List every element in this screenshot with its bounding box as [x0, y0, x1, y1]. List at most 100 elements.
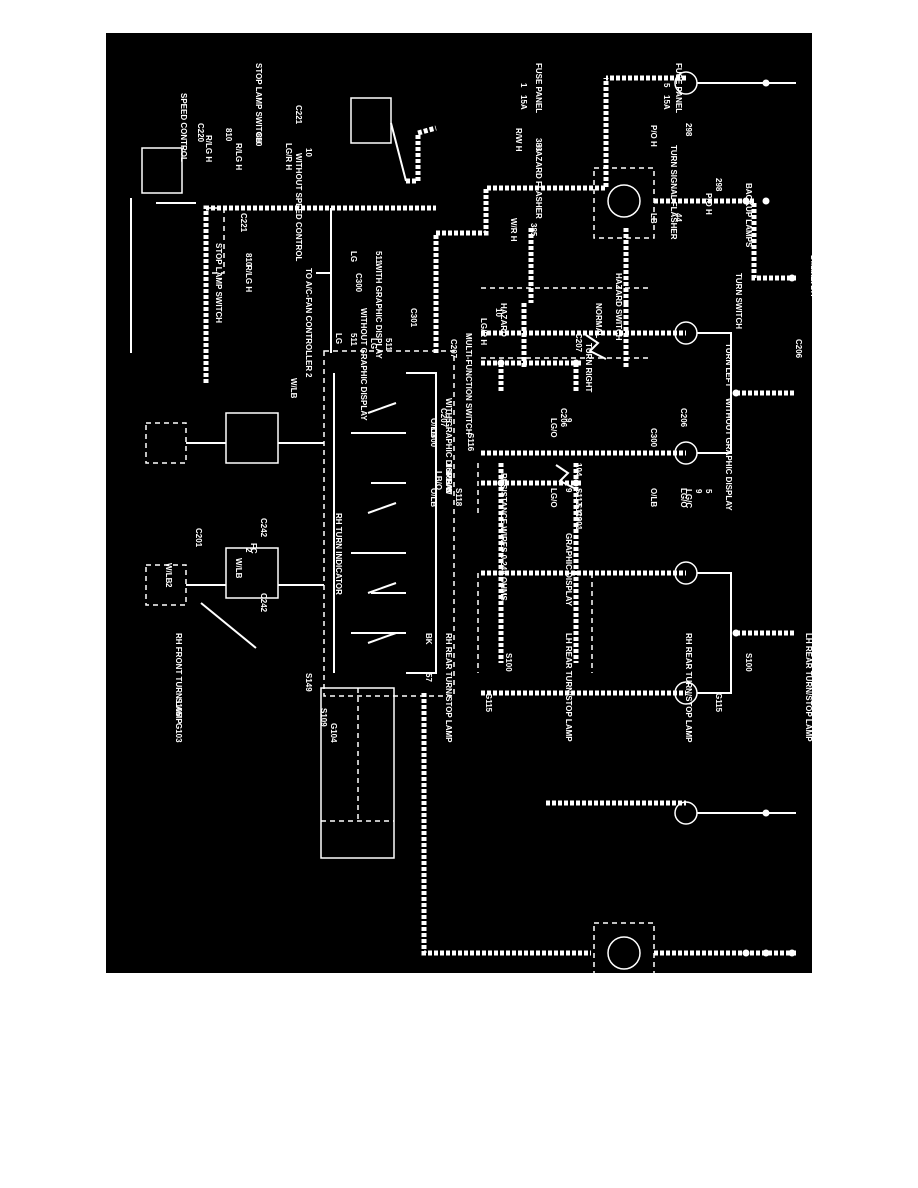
label-rh-rear-2: RH REAR TURN/STOP LAMP: [684, 633, 693, 743]
label-without-graphic-display-mid: WITHOUT GRAPHIC DISPLAY: [724, 398, 733, 511]
label-w2b: 2: [164, 583, 173, 588]
label-c206-a: C206: [794, 339, 803, 359]
hazard-flasher-box: [225, 412, 279, 464]
label-rlgh-c: R/LG H: [204, 135, 213, 162]
label-lgrh-a: LG/R H: [479, 318, 488, 345]
label-w2c: 2: [244, 548, 253, 553]
label-lg-c: LG: [349, 251, 358, 262]
label-s109-b: S109: [319, 708, 328, 727]
label-fuse-panel-2: FUSE PANEL: [534, 63, 543, 113]
label-c207-b: C207: [574, 333, 583, 353]
label-hazard: HAZARD: [499, 303, 508, 337]
label-g115-b: G115: [484, 693, 493, 713]
wiring-diagram-panel: HORNSWITCHDIMMERANDPASSINGBEAMSWITCHPASS…: [106, 33, 812, 973]
label-turn-right: TURN RIGHT: [584, 343, 593, 392]
label-lgo-c: LG/O: [679, 488, 688, 508]
label-w298a: 298: [684, 123, 693, 137]
label-bk: BK: [424, 633, 433, 645]
label-c301-top: C301: [409, 308, 418, 328]
label-w9b: 9: [564, 488, 573, 493]
label-c300-mid: C300: [429, 428, 438, 448]
label-w-lb-b: W/LB: [164, 563, 173, 584]
label-rwh: R/W H: [514, 128, 523, 152]
label-w10b: 10: [304, 148, 313, 157]
multi-function-switch-box: [323, 350, 455, 697]
label-w5b: 5: [444, 488, 453, 493]
label-lh-rear-2: LH REAR TURN/STOP LAMP: [804, 633, 812, 742]
label-w5a: 5: [444, 418, 453, 423]
label-w105: 105: [444, 471, 453, 485]
label-w9a: 9: [564, 418, 573, 423]
label-stop-lamp-switch-2: STOP LAMP SWITCH: [214, 243, 223, 323]
label-w2a: 2: [304, 373, 313, 378]
label-w810a: 810: [244, 253, 253, 267]
label-stop-lamp-switch-1: STOP LAMP SWITCH: [254, 63, 263, 143]
label-with-graphic-display-mid: WITH GRAPHIC DISPLAY: [444, 398, 453, 494]
label-fuse-15a-1: 15A: [662, 95, 671, 110]
label-w810c: 810: [224, 128, 233, 142]
label-lg-a: LG: [334, 333, 343, 344]
label-lbo: LB/O: [434, 471, 443, 490]
label-s100-b: S100: [504, 653, 513, 672]
diagram-labels: HORNSWITCHDIMMERANDPASSINGBEAMSWITCHPASS…: [164, 63, 812, 743]
label-olb-b: O/LB: [429, 488, 438, 507]
label-g103: G103: [174, 723, 183, 743]
turn-signal-flasher-box: [225, 547, 279, 599]
label-rlgh-a: R/LG H: [244, 265, 253, 292]
label-c221-b: C221: [294, 105, 303, 125]
label-wrh: W/R H: [509, 218, 518, 242]
label-g104-b: G104: [329, 723, 338, 743]
label-turn-left: TURN LEFT: [724, 343, 733, 388]
label-c220: C220: [196, 123, 205, 143]
stop-lamp-switch-1: [141, 147, 183, 194]
label-w810b: 810: [254, 133, 263, 147]
label-rw: R/W: [444, 479, 453, 495]
label-w44: 44: [674, 213, 683, 222]
label-fc: FC: [249, 543, 258, 554]
label-poh-a: P/O H: [649, 125, 658, 147]
label-w104: 104: [574, 463, 583, 477]
label-w385: 385: [529, 223, 538, 237]
label-s117: S117: [574, 488, 583, 507]
label-c201: C201: [194, 528, 203, 548]
label-lb: LB: [649, 213, 658, 224]
label-w511a: 511: [349, 333, 358, 346]
label-hazard-switch: HAZARD SWITCH: [614, 273, 623, 341]
label-w511c: 511: [374, 251, 383, 264]
label-fuse-panel-1: FUSE PANEL: [674, 63, 683, 113]
label-w-lb-c: W/LB: [234, 558, 243, 579]
wiring-lines: [130, 71, 796, 973]
label-s116: S116: [466, 433, 475, 452]
label-backup-lamps: BACKUP LAMPS: [744, 183, 753, 248]
label-turn-switch: TURN SWITCH: [734, 273, 743, 329]
stop-lamp-switch-2: [350, 97, 392, 144]
label-w5c: 5: [704, 489, 713, 494]
label-lgc: LG/C: [684, 489, 693, 508]
label-c207-a: C207: [449, 339, 458, 359]
label-without-speed: WITHOUT SPEED CONTROL: [294, 153, 303, 262]
label-to-afan: TO A/C-FAN CONTROLLER: [304, 268, 313, 371]
label-speed-control: SPEED CONTROL: [179, 93, 188, 162]
label-s105: S105: [174, 698, 183, 717]
label-fuse-5: 5: [662, 83, 671, 88]
label-multi-function: MULTI-FUNCTION SWITCH: [464, 333, 473, 435]
label-g115-a: G115: [714, 693, 723, 713]
label-s100-a: S100: [744, 653, 753, 672]
label-wlb-a: W/LB: [289, 378, 298, 399]
wiring-diagram: HORNSWITCHDIMMERANDPASSINGBEAMSWITCHPASS…: [130, 63, 812, 973]
label-c300-c: C300: [649, 428, 658, 448]
label-w298b: 298: [714, 178, 723, 192]
label-s149-b: S149: [304, 673, 313, 692]
label-turn-flasher: TURN SIGNAL FLASHER: [669, 145, 678, 240]
label-w383: 383: [534, 138, 543, 152]
label-graphic-display: GRAPHIC DISPLAY: [564, 533, 573, 607]
label-c207-c: C207: [439, 408, 448, 428]
label-w9c: 9: [694, 489, 703, 494]
label-w10a: 10: [494, 308, 503, 317]
label-c242-d: C242: [259, 593, 268, 613]
label-normal: NORMAL: [594, 303, 603, 338]
wire-lgw-harness: [421, 693, 591, 956]
label-with-graphic-display-top: WITH GRAPHIC DISPLAY: [374, 263, 383, 359]
label-without-graphic-display-top: WITHOUT GRAPHIC DISPLAY: [359, 308, 368, 421]
label-s118: S118: [454, 488, 463, 507]
